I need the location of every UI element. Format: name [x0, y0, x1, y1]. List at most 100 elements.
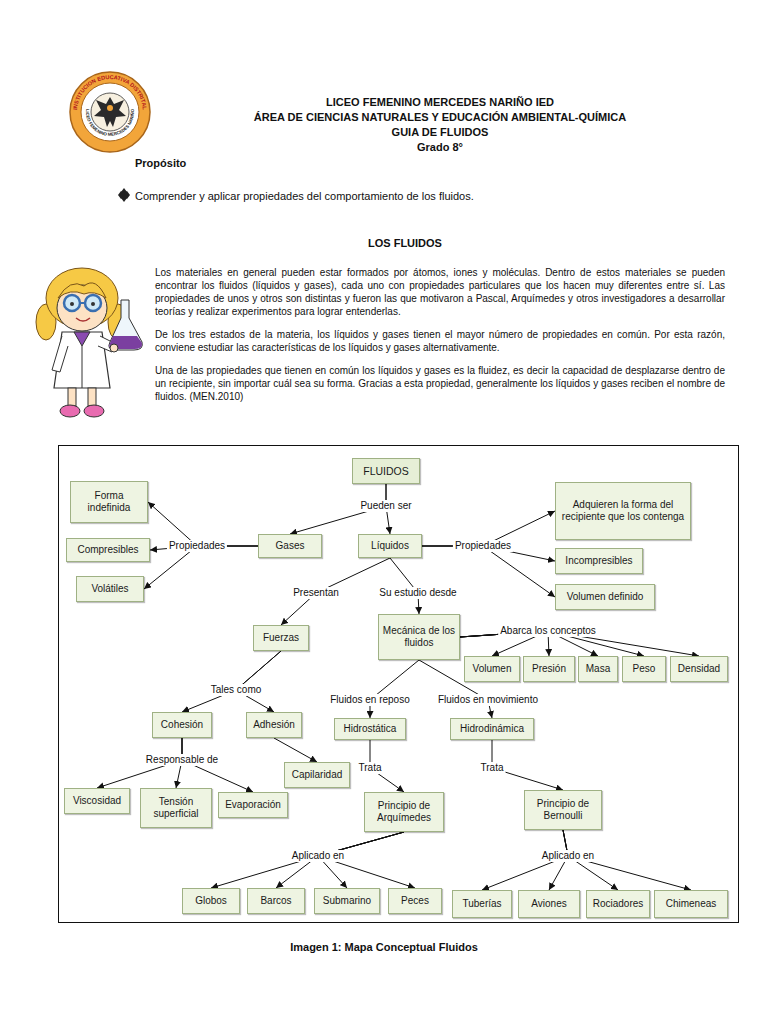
concept-box: Cohesión	[152, 712, 212, 738]
grade-label: Grado 8°	[200, 140, 680, 154]
box-text: Chimeneas	[666, 898, 717, 910]
concept-box: Peso	[622, 656, 666, 682]
connector-arrow	[281, 558, 390, 625]
concept-box: Volumen definido	[555, 584, 655, 610]
concept-box: Mecánica de los fluidos	[378, 614, 460, 660]
connector-arrow	[370, 660, 419, 718]
concept-box: Tensión superficial	[140, 788, 212, 828]
concept-box: Viscosidad	[64, 788, 130, 814]
box-text: Peso	[633, 663, 656, 675]
logo-text: LICEO FEMENINO MERCEDES NARIÑO	[85, 108, 135, 137]
scientist-girl	[36, 268, 142, 417]
concept-box: Líquidos	[358, 534, 422, 558]
figure-caption: Imagen 1: Mapa Conceptual Fluidos	[234, 940, 534, 954]
box-text: Tensión superficial	[144, 796, 208, 820]
school-logo: INSTITUCION EDUCATIVA DISTRITALLICEO FEM…	[70, 72, 150, 152]
box-text: Aviones	[531, 898, 566, 910]
box-text: Principio de Bernoulli	[528, 798, 598, 822]
connector-label: Propiedades	[453, 540, 513, 552]
concept-box: Barcos	[247, 888, 305, 914]
connector-label: Fluidos en movimiento	[436, 694, 540, 706]
box-text: Gases	[276, 540, 305, 552]
concept-box: Forma indefinida	[70, 481, 148, 523]
logo-text: INSTITUCION EDUCATIVA DISTRITAL	[72, 74, 148, 111]
purpose-text: Comprender y aplicar propiedades del com…	[135, 189, 474, 203]
box-text: Globos	[195, 895, 227, 907]
box-text: Hidrostática	[344, 723, 397, 735]
bullet-symbol	[118, 188, 130, 202]
box-text: Masa	[586, 663, 610, 675]
concept-box: Densidad	[670, 656, 728, 682]
root-concept-box: FLUIDOS	[352, 458, 420, 484]
concept-box: Presión	[523, 656, 575, 682]
connector-arrow	[390, 558, 419, 614]
concept-box: Globos	[182, 888, 240, 914]
concept-box: Peces	[388, 888, 442, 914]
concept-box: Evaporación	[218, 792, 288, 818]
connector-label: Responsable de	[144, 754, 220, 766]
concept-box: Adhesión	[246, 712, 302, 738]
concept-box: Compresibles	[66, 538, 150, 562]
box-text: Adhesión	[253, 719, 295, 731]
box-text: Incompresibles	[565, 555, 632, 567]
box-text: Mecánica de los fluidos	[382, 625, 456, 649]
box-text: Capilaridad	[292, 769, 343, 781]
connector-arrow	[274, 738, 317, 762]
box-text: Viscosidad	[73, 795, 121, 807]
box-text: Barcos	[260, 895, 291, 907]
concept-box: Hidrodinámica	[450, 718, 534, 740]
concept-box: Incompresibles	[555, 548, 643, 574]
box-text: Cohesión	[161, 719, 203, 731]
subtitle: ÁREA DE CIENCIAS NATURALES Y EDUCACIÓN A…	[200, 110, 680, 124]
box-text: FLUIDOS	[363, 465, 409, 477]
concept-box: Chimeneas	[654, 890, 728, 918]
diagram-frame	[59, 446, 739, 923]
connector-arrow	[182, 651, 281, 712]
concept-box: Submarino	[314, 888, 380, 914]
box-text: Volumen	[473, 663, 512, 675]
paragraph: Los materiales en general pueden estar f…	[155, 266, 725, 318]
box-text: Compresibles	[77, 544, 138, 556]
concept-box: Capilaridad	[284, 762, 350, 788]
box-text: Densidad	[678, 663, 720, 675]
box-text: Submarino	[323, 895, 371, 907]
concept-box: Fuerzas	[253, 625, 309, 651]
connector-arrow	[236, 651, 281, 712]
box-text: Hidrodinámica	[460, 723, 524, 735]
connector-label: Fluidos en reposo	[328, 694, 412, 706]
box-text: Evaporación	[225, 799, 281, 811]
concept-box: Volumen	[464, 656, 520, 682]
logo-text-path: INSTITUCION EDUCATIVA DISTRITAL	[72, 74, 148, 111]
connector-label: Trata	[357, 762, 384, 774]
box-text: Rociadores	[593, 898, 644, 910]
connector-label: Su estudio desde	[377, 587, 458, 599]
concept-box: Principio de Arquímedes	[364, 792, 444, 832]
box-text: Líquidos	[371, 540, 409, 552]
subtitle: GUIA DE FLUIDOS	[200, 125, 680, 139]
box-text: Forma indefinida	[74, 490, 144, 514]
concept-box: Hidrostática	[334, 718, 406, 740]
connector-label: Pueden ser	[358, 500, 413, 512]
concept-box: Masa	[578, 656, 618, 682]
box-text: Adquieren la forma del recipiente que lo…	[559, 499, 687, 523]
box-text: Volátiles	[91, 583, 128, 595]
box-text: Volumen definido	[567, 591, 644, 603]
connector-arrow	[144, 546, 258, 589]
page-title: LICEO FEMENINO MERCEDES NARIÑO IED	[200, 95, 680, 109]
connector-label: Aplicado en	[290, 850, 346, 862]
section-heading: Propósito	[135, 156, 186, 170]
concept-box: Volátiles	[76, 576, 144, 602]
connector-arrow	[276, 832, 404, 888]
connector-label: Propiedades	[167, 540, 227, 552]
connector-label: Trata	[479, 762, 506, 774]
concept-box: Adquieren la forma del recipiente que lo…	[555, 482, 691, 540]
concept-box: Principio de Bernoulli	[524, 790, 602, 830]
concept-box: Aviones	[518, 890, 580, 918]
paragraph: Una de las propiedades que tienen en com…	[155, 364, 725, 403]
box-text: Fuerzas	[263, 632, 299, 644]
paragraphs: Los materiales en general pueden estar f…	[155, 266, 725, 413]
concept-box: Rociadores	[586, 890, 650, 918]
connector-label: Abarca los conceptos	[498, 625, 598, 637]
connector-label: Tales como	[209, 684, 264, 696]
